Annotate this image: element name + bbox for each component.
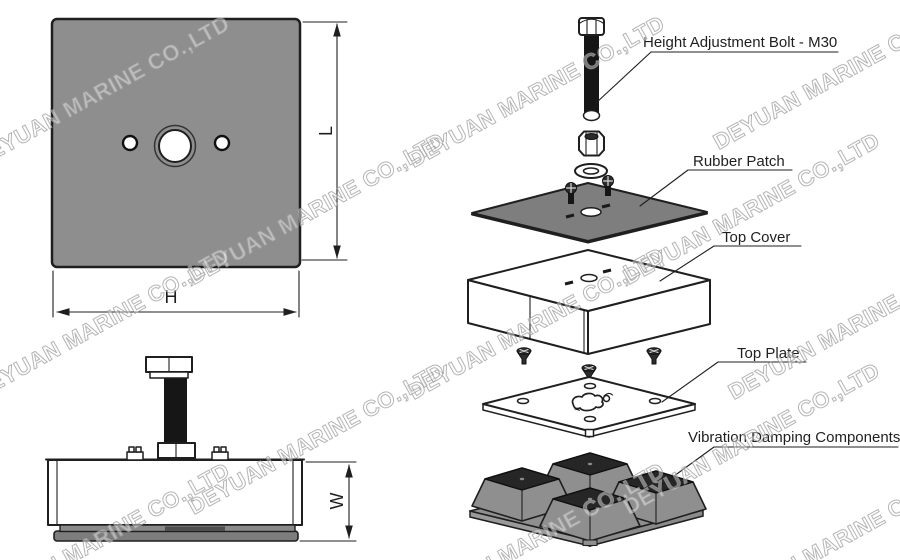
top-view: L H [50, 17, 348, 318]
top-cover-hole [580, 273, 598, 283]
screw-left [516, 347, 532, 365]
damper-bump-left [471, 467, 573, 522]
exploded-bolt-shaft [584, 34, 599, 114]
callout-rubber-patch: Rubber Patch [639, 153, 793, 207]
bolt-shaft [164, 375, 187, 445]
top-cover [467, 249, 711, 355]
side-view-bolt [145, 356, 196, 459]
patch-stud-right [602, 175, 614, 196]
top-plate [482, 376, 696, 438]
watermark-text: DEYUAN MARINE CO.,LTD [184, 358, 449, 520]
rubber-patch [471, 175, 708, 244]
exploded-washer [574, 163, 608, 179]
label-top-cover: Top Cover [722, 229, 790, 246]
exploded-bolt-tip [582, 109, 601, 122]
label-rubber-patch: Rubber Patch [693, 153, 785, 170]
side-view: W [45, 356, 357, 542]
label-height-adjustment-bolt: Height Adjustment Bolt - M30 [643, 34, 837, 51]
top-plate-center-cutout [571, 392, 604, 412]
watermark-text: DEYUAN MARINE CO.,LTD [709, 458, 900, 560]
rubber-base [53, 524, 299, 542]
dimension-W: W [299, 461, 357, 542]
right-hole [213, 134, 231, 152]
callout-top-plate: Top Plate [661, 345, 807, 403]
rubber-patch-hole [580, 207, 602, 217]
exploded-view: Height Adjustment Bolt - M30 Rubber Patc… [467, 17, 900, 547]
cover-screws [516, 347, 662, 382]
callouts: Height Adjustment Bolt - M30 Rubber Patc… [595, 34, 900, 485]
dimension-L: L [301, 21, 348, 261]
callout-damping: Vibration Damping Components [662, 429, 900, 485]
left-hole [121, 134, 139, 152]
center-hole [158, 129, 192, 163]
damper-bump-front [539, 487, 641, 542]
center-hole-ring [153, 124, 197, 168]
label-vibration-damping: Vibration Damping Components [688, 429, 900, 446]
callout-top-cover: Top Cover [659, 229, 802, 282]
exploded-nut [578, 130, 605, 157]
exploded-bolt-head [578, 17, 605, 36]
housing-tabs [126, 446, 229, 461]
screw-right [646, 347, 662, 365]
dim-label-H: H [165, 287, 178, 307]
dim-label-W: W [327, 493, 347, 510]
dimension-H: H [52, 270, 300, 318]
screw-middle [581, 364, 597, 382]
label-top-plate: Top Plate [737, 345, 800, 362]
damping-components [469, 452, 707, 547]
patch-stud-left [565, 182, 577, 204]
dim-label-L: L [316, 126, 336, 136]
exploded-bolt [578, 17, 605, 122]
callout-bolt: Height Adjustment Bolt - M30 [595, 34, 839, 104]
